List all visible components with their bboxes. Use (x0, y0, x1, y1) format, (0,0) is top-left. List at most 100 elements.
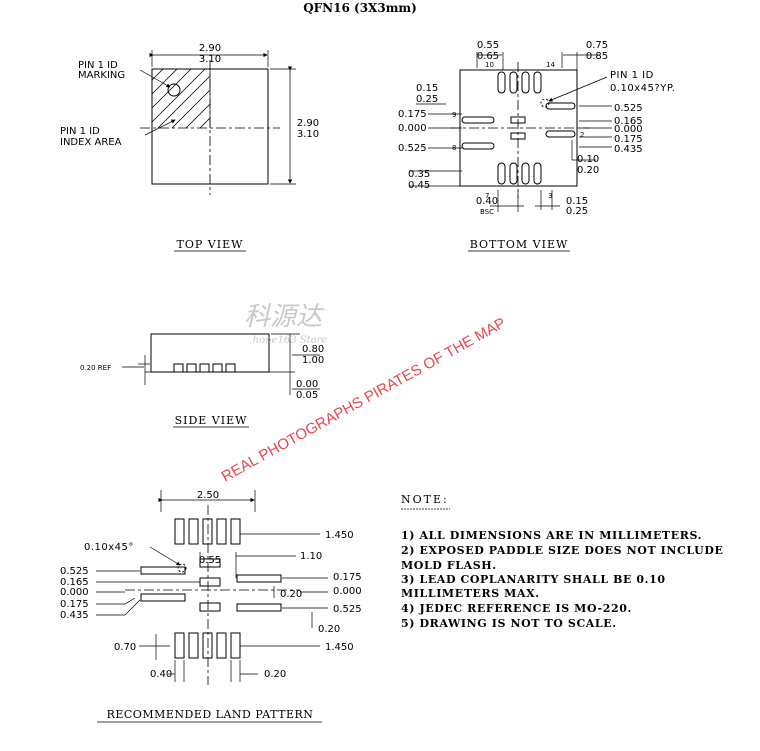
lp-070: 0.70 (114, 642, 136, 653)
lp-right-pad-a (236, 574, 282, 583)
bottom-top-pins (497, 71, 542, 94)
bv-r-0435: 0.435 (614, 144, 643, 155)
pin1-marking-label-1: PIN 1 ID (78, 60, 118, 71)
notes: NOTE: 1) ALL DIMENSIONS ARE IN MILLIMETE… (401, 493, 723, 630)
bv-l-025: 0.25 (416, 94, 438, 105)
pin1-index-label-1: PIN 1 ID (60, 126, 100, 137)
bv-r-0000: 0.000 (614, 124, 643, 135)
bv-085: 0.85 (586, 51, 608, 62)
land-pattern: 2.50 1.450 1.450 0.70 (60, 490, 362, 723)
lp-020: 0.20 (264, 669, 286, 680)
lp-1450-bot: 1.450 (325, 642, 354, 653)
lp-bottom-pads (174, 632, 241, 659)
side-view-caption: SIDE VIEW (175, 414, 248, 427)
bottom-left-pins (461, 116, 495, 150)
lp-left-pad-b (140, 593, 186, 602)
lp-l-0175: 0.175 (60, 599, 89, 610)
bottom-center-pad-a (510, 116, 526, 124)
note-line-3: MOLD FLASH. (401, 559, 497, 572)
lp-center-pad-a (199, 558, 221, 568)
watermark: 科源达 hone163 Store REAL PHOTOGRAPHS PIRAT… (219, 302, 509, 485)
bottom-view: 10 14 9 8 7 3 2 0.55 0.65 0.75 0.85 PIN … (398, 40, 675, 252)
top-height-min: 2.90 (297, 118, 319, 129)
bv-b-015: 0.15 (566, 196, 588, 207)
sv-000: 0.00 (296, 379, 318, 390)
lp-top-pads (174, 518, 241, 545)
note-line-7: 5) DRAWING IS NOT TO SCALE. (401, 617, 617, 630)
bv-pin-2: 2 (580, 131, 584, 139)
lp-l-0165: 0.165 (60, 577, 89, 588)
lp-l-0435: 0.435 (60, 610, 89, 621)
note-line-4: 3) LEAD COPLANARITY SHALL BE 0.10 (401, 573, 666, 586)
bv-075: 0.75 (586, 40, 608, 51)
lp-1450-top: 1.450 (325, 530, 354, 541)
lp-r-020a: 0.20 (280, 589, 302, 600)
sv-080: 0.80 (302, 344, 324, 355)
bv-055: 0.55 (477, 40, 499, 51)
bv-pin1-id-2: 0.10x45?YP. (610, 83, 675, 94)
bv-l-015: 0.15 (416, 83, 438, 94)
bv-b-025: 0.25 (566, 206, 588, 217)
top-view-caption: TOP VIEW (177, 238, 244, 251)
bv-r-0165: 0.165 (614, 116, 643, 127)
lp-center-pad-b (199, 577, 221, 587)
top-width-min: 2.90 (199, 43, 221, 54)
lp-l-0000: 0.000 (60, 587, 89, 598)
side-view-body (150, 333, 270, 373)
sv-005: 0.05 (296, 390, 318, 401)
drawing-title: QFN16 (3X3mm) (303, 1, 417, 15)
watermark-store: hone163 Store (253, 335, 328, 346)
bottom-right-pins (545, 102, 576, 138)
note-line-6: 4) JEDEC REFERENCE IS MO-220. (401, 602, 632, 615)
bottom-pin1-id-mark (540, 98, 550, 108)
bv-r-020: 0.20 (577, 165, 599, 176)
bv-b-bsc: BSC (480, 208, 494, 216)
bv-r-010: 0.10 (577, 154, 599, 165)
bv-pin-14: 14 (546, 61, 555, 69)
sv-ref: 0.20 REF (80, 364, 111, 372)
lp-center-pad-c (199, 602, 221, 612)
bv-l-035: 0.35 (408, 169, 430, 180)
bottom-bottom-pins (497, 162, 542, 185)
bv-b-040: 0.40 (476, 196, 498, 207)
bottom-center-pad-b (510, 132, 526, 140)
pin1-marking-label-2: MARKING (78, 70, 125, 81)
side-view-leads (173, 363, 236, 373)
note-line-5: MILLIMETERS MAX. (401, 587, 540, 600)
lp-r-0000: 0.000 (333, 586, 362, 597)
bv-l-045: 0.45 (408, 180, 430, 191)
pin1-index-label-2: INDEX AREA (60, 137, 122, 148)
watermark-cn: 科源达 (244, 302, 325, 332)
lp-r-0525: 0.525 (333, 604, 362, 615)
top-height-max: 3.10 (297, 129, 319, 140)
bv-pin-9: 9 (452, 111, 456, 119)
pin1-index-hatch (151, 68, 211, 129)
bv-065: 0.65 (477, 51, 499, 62)
lp-055: 0.55 (199, 555, 221, 566)
bv-l-0525: 0.525 (398, 143, 427, 154)
lp-left-pad-a (140, 566, 186, 575)
lp-r-0175: 0.175 (333, 572, 362, 583)
side-view: 0.20 REF 0.80 1.00 0.00 0.05 SIDE VIEW (80, 333, 324, 428)
bv-pin1-id-1: PIN 1 ID (610, 70, 654, 81)
lp-chamfer: 0.10x45° (84, 542, 134, 553)
bottom-view-caption: BOTTOM VIEW (470, 238, 569, 251)
bv-l-0175: 0.175 (398, 109, 427, 120)
pin1-marking-dot (167, 83, 181, 97)
lp-040: 0.40 (150, 669, 172, 680)
note-line-2: 2) EXPOSED PADDLE SIZE DOES NOT INCLUDE (401, 544, 723, 557)
lp-r-020b: 0.20 (318, 624, 340, 635)
top-width-max: 3.10 (199, 54, 221, 65)
bv-pin-7: 7 (485, 192, 489, 200)
bv-r-0525: 0.525 (614, 103, 643, 114)
lp-250: 2.50 (197, 490, 219, 501)
lp-right-pad-b (236, 603, 282, 612)
note-heading: NOTE: (401, 493, 449, 506)
bv-pin-10: 10 (485, 61, 494, 69)
top-view: 2.90 3.10 2.90 3.10 PIN 1 ID MARKING PIN… (60, 43, 319, 252)
bv-r-0175: 0.175 (614, 134, 643, 145)
bv-pin-3: 3 (548, 192, 552, 200)
lp-l-0525: 0.525 (60, 566, 89, 577)
bv-l-0000: 0.000 (398, 123, 427, 134)
